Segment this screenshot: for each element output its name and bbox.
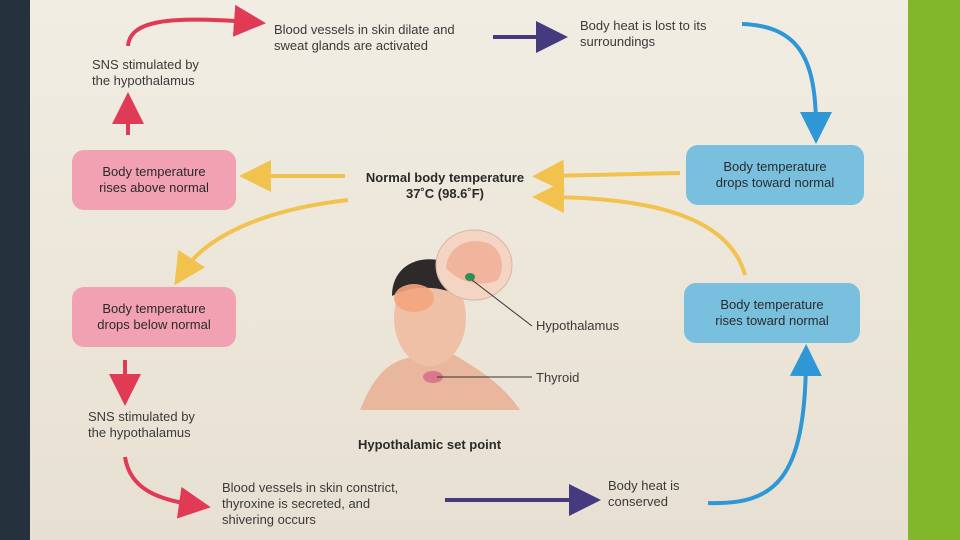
yellow-arrow-right-to-center xyxy=(532,159,681,192)
box-rises-toward-normal: Body temperature rises toward normal xyxy=(684,283,860,343)
label-sns-bottom: SNS stimulated by the hypothalamus xyxy=(88,409,195,440)
red-arrow-curve-top xyxy=(126,4,266,47)
yellow-arrow-center-down-left xyxy=(174,198,349,286)
label-sns-top: SNS stimulated by the hypothalamus xyxy=(92,57,199,88)
blue-arrow-top-curve xyxy=(741,22,832,144)
label-set-point: Hypothalamic set point xyxy=(358,437,502,452)
head-illustration xyxy=(360,229,520,410)
label-dilate: Blood vessels in skin dilate and sweat g… xyxy=(274,22,455,53)
left-accent-bar xyxy=(0,0,30,540)
box-rises-above-normal: Body temperature rises above normal xyxy=(72,150,236,210)
label-heat-lost: Body heat is lost to its surroundings xyxy=(580,18,707,49)
label-hypothalamus: Hypothalamus xyxy=(536,318,620,333)
yellow-arrow-right-up-center xyxy=(532,181,747,276)
label-thyroid: Thyroid xyxy=(536,370,580,385)
label-heat-conserved: Body heat is conserved xyxy=(608,478,680,509)
red-arrow-curve-bottom xyxy=(123,456,211,519)
label-normal-temp-title: Normal body temperature xyxy=(365,170,525,185)
blue-arrow-bottom-curve xyxy=(707,344,822,506)
hypothalamus-pointer xyxy=(471,279,533,327)
right-accent-bar xyxy=(908,0,960,540)
box-drops-below-normal: Body temperature drops below normal xyxy=(72,287,236,347)
label-constrict: Blood vessels in skin constrict, thyroxi… xyxy=(222,480,399,527)
label-normal-temp-value: 37˚C (98.6˚F) xyxy=(405,186,485,201)
box-drops-toward-normal: Body temperature drops toward normal xyxy=(686,145,864,205)
